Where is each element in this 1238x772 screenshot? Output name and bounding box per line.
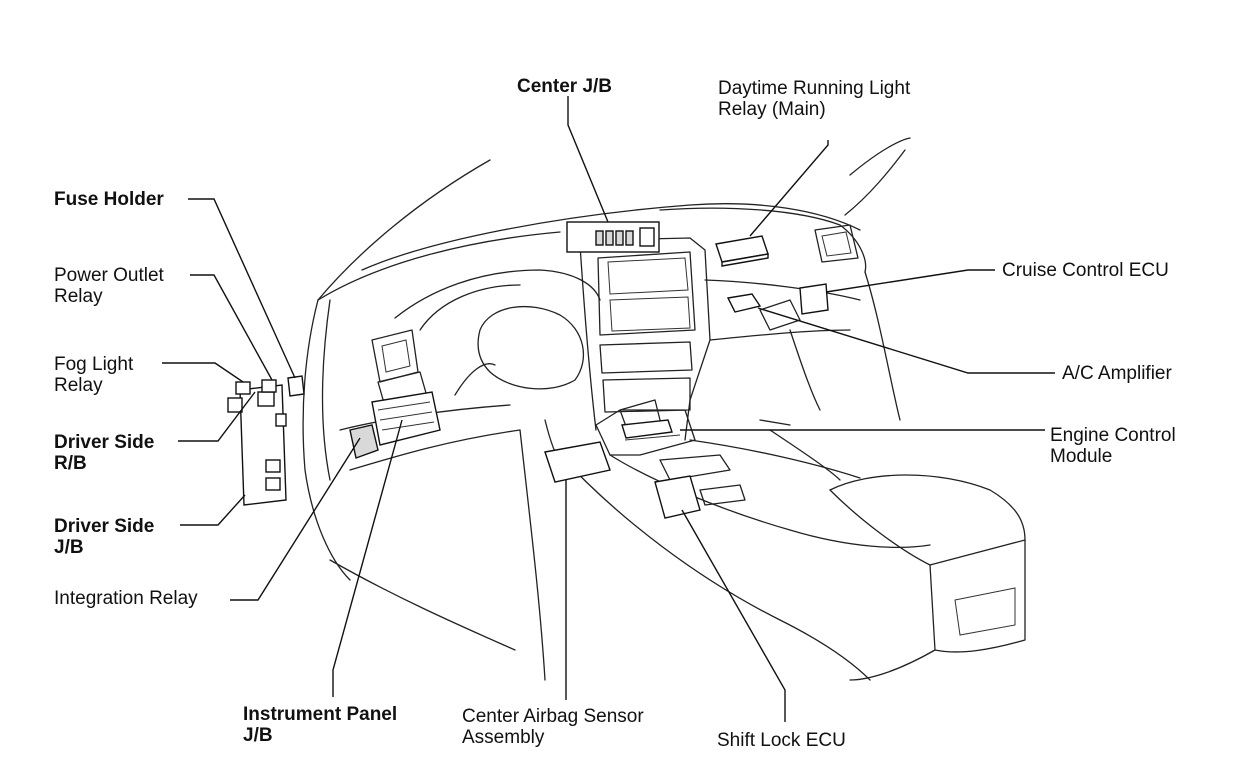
label-engine-control-line2: Module bbox=[1050, 446, 1113, 467]
label-shift-lock-ecu: Shift Lock ECU bbox=[717, 730, 846, 751]
label-center-jb: Center J/B bbox=[517, 76, 613, 97]
label-instrument-panel-line1: Instrument Panel bbox=[243, 704, 398, 725]
component-shift-lock-ecu bbox=[654, 475, 701, 519]
component-driver-side-jb bbox=[227, 379, 287, 506]
component-fuse-holder bbox=[287, 375, 305, 397]
label-driver-side-rb: Driver Side R/B bbox=[54, 432, 154, 474]
label-drl-relay-line1: Daytime Running Light bbox=[718, 78, 911, 99]
label-power-outlet-line1: Power Outlet bbox=[54, 265, 164, 286]
label-fog-light-line1: Fog Light bbox=[54, 354, 134, 375]
label-instrument-panel-jb: Instrument Panel J/B bbox=[243, 704, 397, 746]
label-engine-control-line1: Engine Control bbox=[1050, 425, 1176, 446]
label-drl-relay: Daytime Running Light Relay (Main) bbox=[718, 78, 910, 120]
component-center-jb bbox=[566, 221, 660, 253]
label-driver-side-jb-line1: Driver Side bbox=[54, 516, 155, 537]
label-fog-light-relay: Fog Light Relay bbox=[54, 354, 133, 396]
label-drl-relay-line2: Relay (Main) bbox=[718, 99, 826, 120]
label-power-outlet-relay: Power Outlet Relay bbox=[54, 265, 164, 307]
component-ac-amplifier bbox=[726, 293, 762, 313]
component-drl-relay bbox=[715, 235, 769, 267]
component-instrument-panel-jb bbox=[349, 391, 441, 459]
label-airbag-line2: Assembly bbox=[462, 727, 545, 748]
label-ac-amplifier: A/C Amplifier bbox=[1062, 363, 1172, 384]
label-center-airbag-sensor: Center Airbag Sensor Assembly bbox=[462, 706, 644, 748]
label-integration-relay: Integration Relay bbox=[54, 588, 198, 609]
label-power-outlet-line2: Relay bbox=[54, 286, 103, 307]
label-cruise-control-ecu: Cruise Control ECU bbox=[1002, 260, 1169, 281]
label-fuse-holder: Fuse Holder bbox=[54, 189, 164, 210]
label-driver-side-jb: Driver Side J/B bbox=[54, 516, 154, 558]
leader-lines bbox=[162, 96, 1055, 722]
label-fog-light-line2: Relay bbox=[54, 375, 103, 396]
component-cruise-ecu bbox=[799, 283, 829, 315]
component-engine-control-module bbox=[621, 419, 673, 439]
component-airbag-sensor bbox=[544, 441, 611, 483]
label-airbag-line1: Center Airbag Sensor bbox=[462, 706, 644, 727]
label-driver-side-jb-line2: J/B bbox=[54, 537, 84, 558]
label-instrument-panel-line2: J/B bbox=[243, 725, 273, 746]
label-engine-control-module: Engine Control Module bbox=[1050, 425, 1176, 467]
label-driver-side-rb-line1: Driver Side bbox=[54, 432, 155, 453]
label-driver-side-rb-line2: R/B bbox=[54, 453, 87, 474]
